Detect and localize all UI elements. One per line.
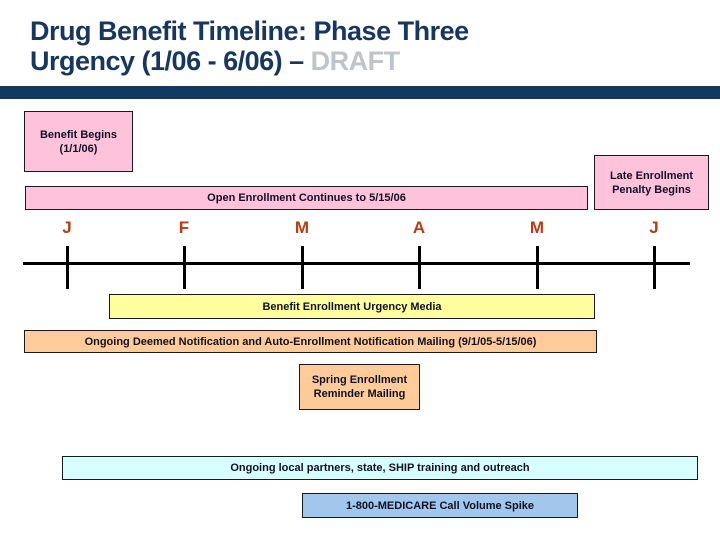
benefit-begins-line1: Benefit Begins bbox=[39, 128, 117, 141]
month-label-feb: F bbox=[178, 218, 190, 237]
timeline-tick-jan bbox=[66, 246, 69, 289]
month-label-mar: M bbox=[294, 218, 310, 237]
urgency-media-label: Benefit Enrollment Urgency Media bbox=[262, 300, 442, 313]
month-label-jan: J bbox=[62, 218, 72, 237]
month-label-jun: J bbox=[649, 218, 659, 237]
timeline-tick-apr bbox=[418, 246, 421, 289]
spring-reminder-line1: Spring Enrollment bbox=[311, 374, 408, 386]
late-enrollment-penalty-box: Late Enrollment Penalty Begins bbox=[594, 155, 709, 210]
deemed-notification-label: Ongoing Deemed Notification and Auto-Enr… bbox=[84, 335, 537, 348]
medicare-call-volume-label: 1-800-MEDICARE Call Volume Spike bbox=[345, 499, 535, 512]
urgency-media-bar: Benefit Enrollment Urgency Media bbox=[109, 294, 595, 319]
timeline-tick-jun bbox=[653, 246, 656, 289]
timeline-tick-may bbox=[536, 246, 539, 289]
benefit-begins-box: Benefit Begins (1/1/06) bbox=[24, 111, 133, 172]
slide-title-line1: Drug Benefit Timeline: Phase Three bbox=[30, 16, 469, 46]
benefit-begins-line2: (1/1/06) bbox=[59, 142, 98, 155]
slide-title-line2-text: Urgency (1/06 - 6/06) – bbox=[30, 46, 304, 76]
late-enrollment-line1: Late Enrollment bbox=[609, 169, 694, 182]
medicare-call-volume-box: 1-800-MEDICARE Call Volume Spike bbox=[302, 493, 578, 518]
slide-title: Drug Benefit Timeline: Phase Three Urgen… bbox=[30, 16, 690, 76]
slide-title-line2: Urgency (1/06 - 6/06) –DRAFT bbox=[30, 46, 690, 76]
spring-reminder-box: Spring Enrollment Reminder Mailing bbox=[299, 364, 420, 410]
timeline-tick-feb bbox=[183, 246, 186, 289]
month-label-apr: A bbox=[412, 218, 426, 237]
deemed-notification-bar: Ongoing Deemed Notification and Auto-Enr… bbox=[24, 330, 597, 353]
timeline-tick-mar bbox=[301, 246, 304, 289]
ship-outreach-bar: Ongoing local partners, state, SHIP trai… bbox=[62, 456, 698, 480]
open-enrollment-bar: Open Enrollment Continues to 5/15/06 bbox=[25, 186, 588, 210]
month-label-may: M bbox=[529, 218, 545, 237]
late-enrollment-line2: Penalty Begins bbox=[612, 183, 691, 196]
draft-label: DRAFT bbox=[310, 46, 400, 76]
timeline-axis bbox=[23, 262, 690, 265]
spring-reminder-line2: Reminder Mailing bbox=[313, 388, 406, 400]
ship-outreach-label: Ongoing local partners, state, SHIP trai… bbox=[230, 462, 530, 474]
open-enrollment-label: Open Enrollment Continues to 5/15/06 bbox=[207, 192, 406, 204]
divider-bar bbox=[0, 86, 720, 99]
